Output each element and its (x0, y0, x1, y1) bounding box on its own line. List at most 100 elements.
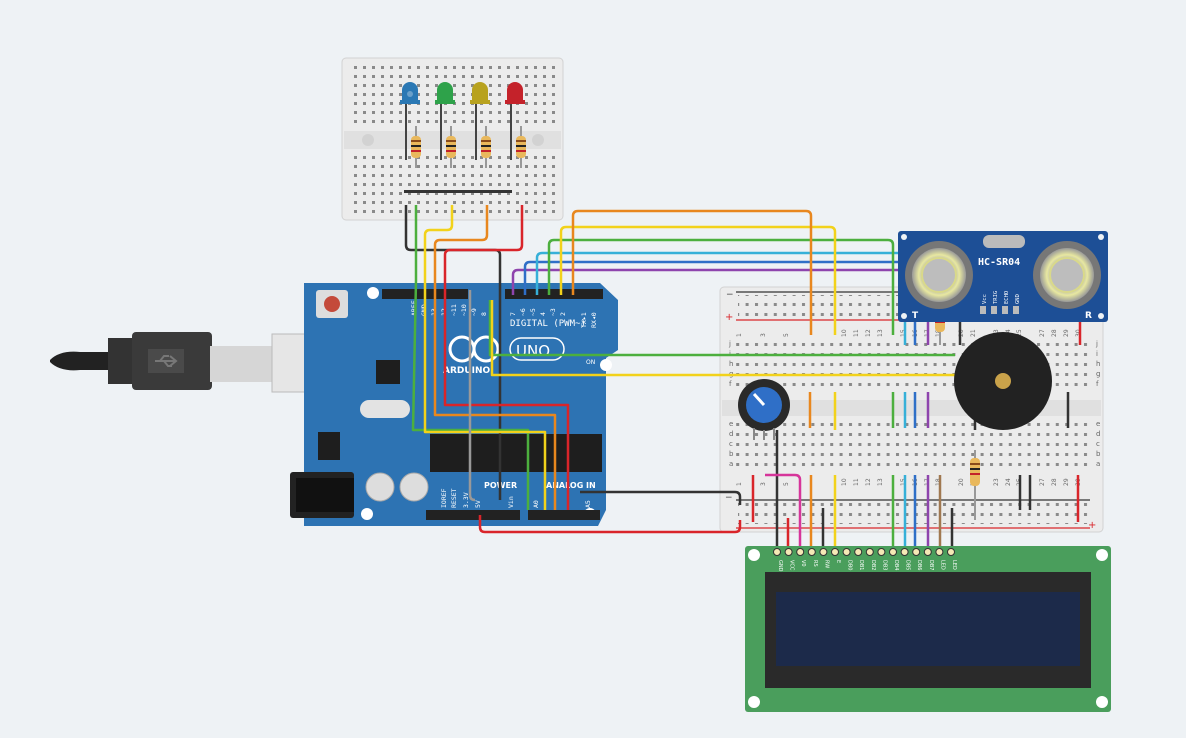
column-number: 29 (1063, 329, 1070, 337)
rail-minus-top: − (726, 290, 734, 300)
resistor-1[interactable] (411, 126, 421, 168)
column-number: 1 (736, 333, 743, 337)
lcd-pin[interactable] (807, 548, 816, 556)
lcd-pin[interactable] (842, 548, 851, 556)
row-letter: i (1096, 350, 1098, 358)
lcd-pin-label: RS (812, 560, 818, 567)
wire-green-buzzer[interactable] (488, 300, 955, 357)
lcd-pin-label: LED (951, 560, 957, 570)
resistor-4[interactable] (516, 126, 526, 168)
resistor-2[interactable] (446, 126, 456, 168)
column-number: 13 (877, 478, 884, 486)
row-letter: e (1096, 420, 1100, 428)
wire-orange-led[interactable] (433, 205, 557, 510)
lcd-pin[interactable] (796, 548, 805, 556)
resistor-3[interactable] (481, 126, 491, 168)
led-yellow[interactable] (470, 82, 490, 160)
usb-symbol-icon (148, 349, 184, 373)
lcd-pin[interactable] (854, 548, 863, 556)
lcd-pin-label: DB7 (928, 560, 934, 570)
lcd-pin-label: DB0 (847, 560, 853, 570)
digital-header-label: DIGITAL (PWM~) (510, 319, 586, 329)
pin-label-a0: A0 (532, 500, 540, 508)
lcd-pin-label: DB1 (858, 560, 864, 570)
pin-label-ioref: IOREF (440, 488, 448, 508)
lcd-pin[interactable] (865, 548, 874, 556)
pin-label-reset: RESET (450, 488, 458, 508)
wire-green-led[interactable] (411, 205, 530, 510)
lcd-pin[interactable] (831, 548, 839, 556)
row-letter: f (1096, 380, 1099, 388)
pin-label-5: ~5 (529, 308, 537, 316)
row-letter: j (728, 340, 731, 348)
row-letter: b (729, 450, 734, 458)
column-number: 11 (853, 329, 860, 337)
wire-gray[interactable] (468, 290, 476, 502)
rail-plus-top: + (725, 312, 733, 323)
sensor-r-label: R (1085, 311, 1092, 321)
lcd-pin[interactable] (923, 548, 932, 556)
wire-cyan[interactable] (535, 251, 905, 295)
column-number: 15 (900, 478, 907, 486)
wire-green-d4[interactable] (547, 238, 895, 335)
row-letter: d (1096, 430, 1100, 438)
wires[interactable] (404, 205, 1082, 548)
column-number: 20 (958, 329, 965, 337)
wire-red-led[interactable] (443, 205, 570, 510)
column-number: 3 (760, 482, 767, 486)
wire-yellow-buzzer[interactable] (490, 300, 955, 377)
pin-label-10: ~10 (460, 304, 468, 316)
potentiometer[interactable] (738, 379, 790, 440)
lcd-pin-label: DB6 (916, 560, 922, 570)
lcd-pin-label: LED (939, 560, 945, 570)
piezo-buzzer[interactable] (954, 332, 1052, 430)
lcd-pin-label: VCC (789, 560, 795, 571)
uno-badge: UNO (516, 342, 550, 360)
reset-button-icon (324, 296, 340, 312)
column-number: 12 (865, 329, 872, 337)
lcd-pin[interactable] (889, 548, 897, 556)
usb-cable[interactable] (50, 332, 349, 393)
analog-in-label: ANALOG IN (546, 481, 596, 490)
lcd-pin[interactable] (912, 548, 921, 556)
wire-yellow-led[interactable] (423, 205, 547, 510)
row-letter: f (729, 380, 732, 388)
wire-orange-d2[interactable] (571, 209, 813, 335)
lcd-pin[interactable] (784, 548, 793, 556)
column-number: 15 (900, 329, 907, 337)
column-number: 3 (760, 333, 767, 337)
reset-button[interactable] (316, 290, 348, 318)
lcd-16x2-display[interactable] (745, 546, 1111, 712)
lcd-pin[interactable] (935, 548, 944, 556)
lcd-pin[interactable] (877, 548, 886, 556)
ultrasonic-sensor-hc-sr04[interactable] (898, 231, 1108, 322)
wire-yellow-d3[interactable] (559, 225, 837, 335)
sensor-pin-vcc: Vcc (982, 294, 988, 304)
pin-label-6: ~6 (519, 308, 527, 316)
buzzer-icon (995, 373, 1011, 389)
led-blue[interactable] (400, 82, 420, 160)
lcd-pin[interactable] (773, 548, 781, 556)
lcd-pin[interactable] (947, 548, 955, 556)
wire-red-5v[interactable] (478, 515, 742, 534)
row-letter: e (729, 420, 733, 428)
column-number: 30 (1075, 329, 1082, 337)
row-letter: a (729, 460, 733, 468)
row-letter: d (729, 430, 733, 438)
led-green[interactable] (435, 82, 455, 160)
lcd-pin[interactable] (900, 548, 909, 556)
row-letter: h (729, 360, 733, 368)
led-red[interactable] (505, 82, 525, 160)
column-number: 25 (1016, 329, 1023, 337)
wire-purple-echo[interactable] (511, 268, 927, 295)
wire-blue-trig[interactable] (523, 260, 915, 295)
lcd-pin-label: E (835, 560, 841, 563)
lcd-pin[interactable] (819, 548, 828, 556)
resistor-lcd-backlight[interactable] (970, 450, 980, 520)
wire-black-gnd[interactable] (580, 490, 742, 505)
sensor-pin-echo: ECHO (1004, 291, 1010, 304)
lcd-pin-label: DB3 (881, 560, 887, 570)
